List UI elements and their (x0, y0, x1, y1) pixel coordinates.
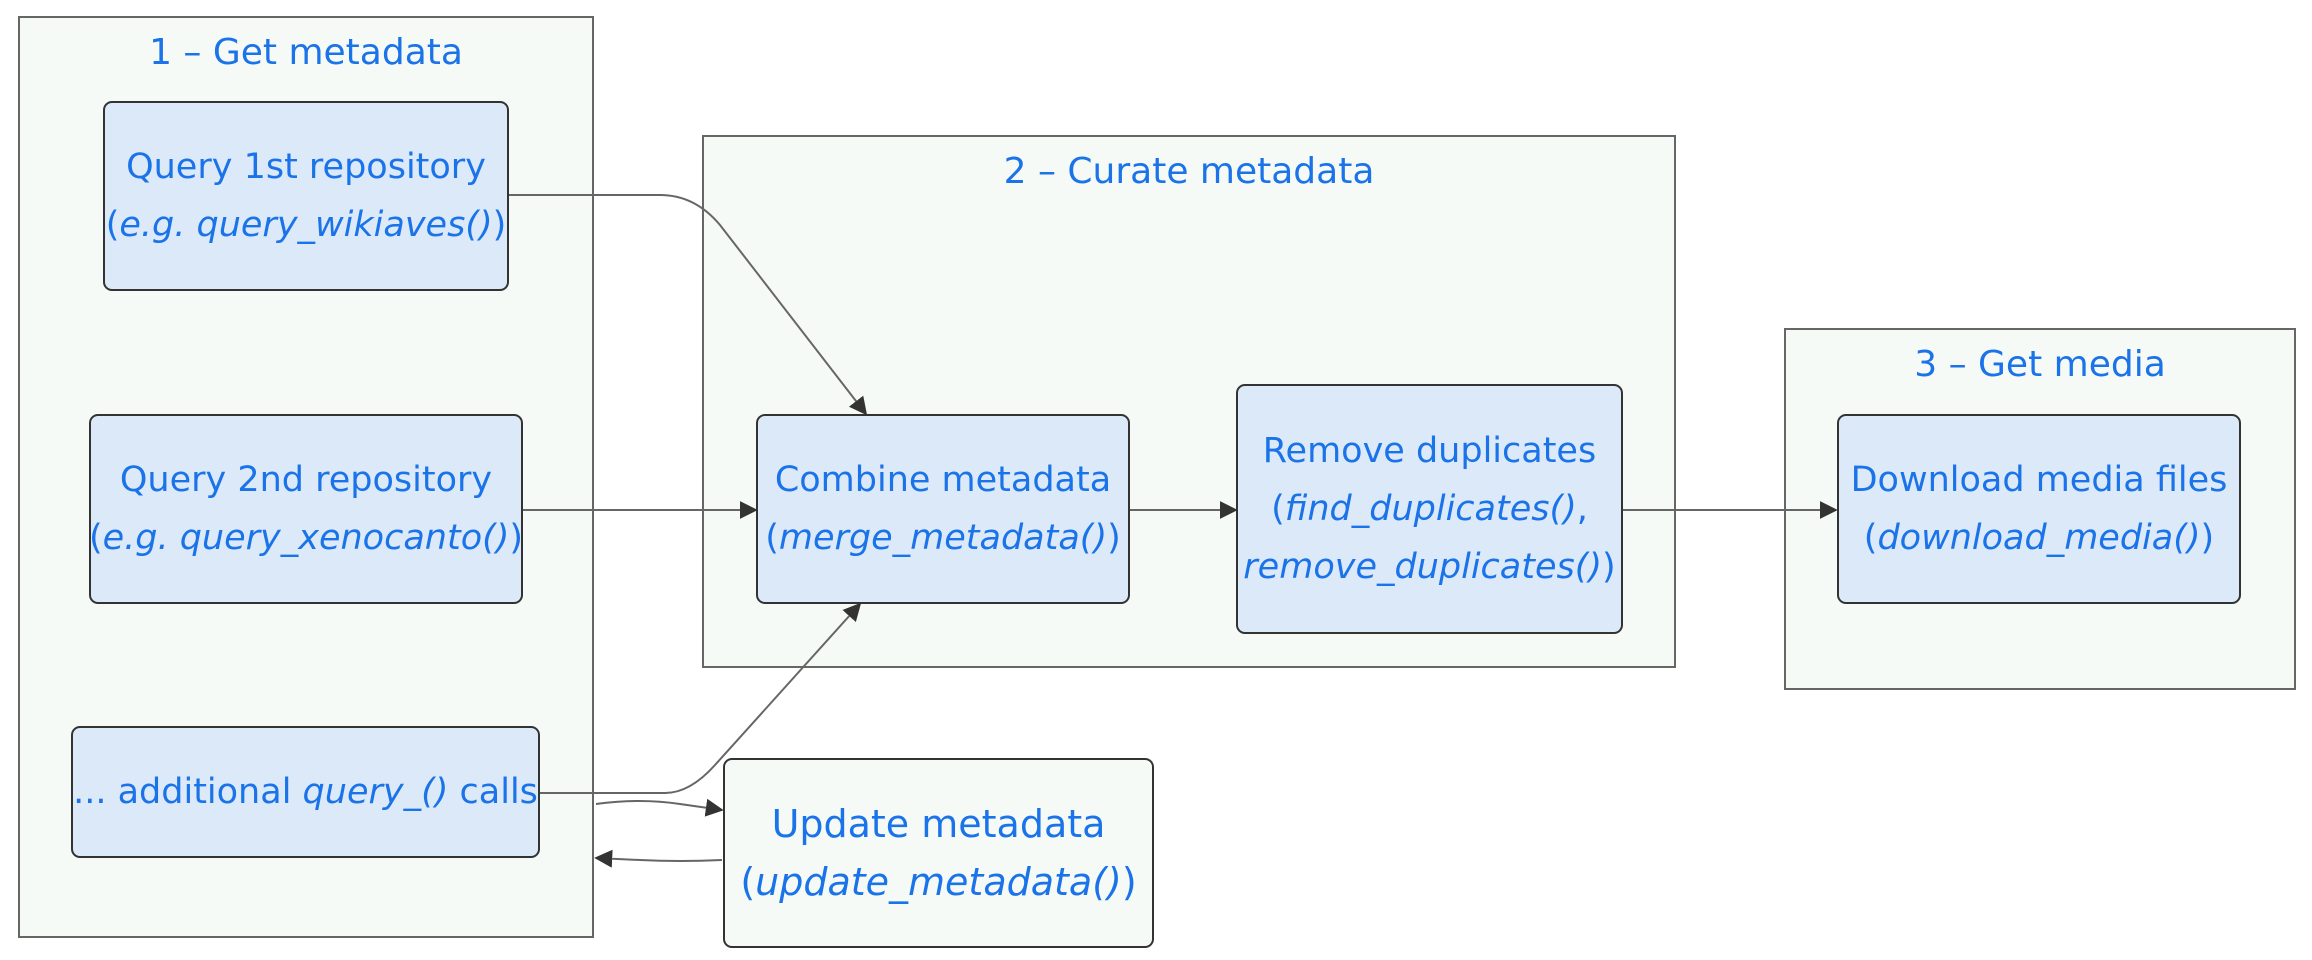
cluster-title-get-metadata: 1 – Get metadata (149, 32, 463, 73)
node-combine-metadata[interactable]: Combine metadata (merge_metadata()) (756, 414, 1130, 604)
node-additional-queries[interactable]: ... additional query_() calls (71, 726, 540, 858)
edge-metadata-to-update (595, 798, 724, 817)
node-combine-function: (merge_metadata()) (765, 518, 1121, 558)
node-update-function: (update_metadata()) (740, 860, 1137, 904)
edge-update-to-metadata (594, 849, 723, 868)
node-query-1st-repository[interactable]: Query 1st repository (e.g. query_wikiave… (103, 101, 509, 291)
node-query-2nd-repository[interactable]: Query 2nd repository (e.g. query_xenocan… (89, 414, 523, 604)
node-download-label: Download media files (1850, 460, 2228, 500)
cluster-title-get-media: 3 – Get media (1914, 344, 2166, 385)
node-update-label: Update metadata (771, 802, 1106, 846)
node-remove-function-2: remove_duplicates()) (1243, 547, 1616, 587)
node-remove-function-1: (find_duplicates(), (1271, 489, 1588, 529)
node-query1-label: Query 1st repository (126, 147, 486, 187)
node-remove-duplicates[interactable]: Remove duplicates (find_duplicates(), re… (1236, 384, 1623, 634)
node-combine-label: Combine metadata (774, 460, 1112, 500)
node-query1-function: (e.g. query_wikiaves()) (105, 205, 507, 245)
node-download-media[interactable]: Download media files (download_media()) (1837, 414, 2241, 604)
node-remove-label: Remove duplicates (1262, 431, 1597, 471)
node-update-metadata[interactable]: Update metadata (update_metadata()) (723, 758, 1154, 948)
node-query2-function: (e.g. query_xenocanto()) (88, 518, 524, 558)
node-additional-label: ... additional query_() calls (73, 772, 538, 812)
node-query2-label: Query 2nd repository (119, 460, 493, 500)
node-download-function: (download_media()) (1863, 518, 2215, 558)
cluster-title-curate-metadata: 2 – Curate metadata (1003, 151, 1375, 192)
